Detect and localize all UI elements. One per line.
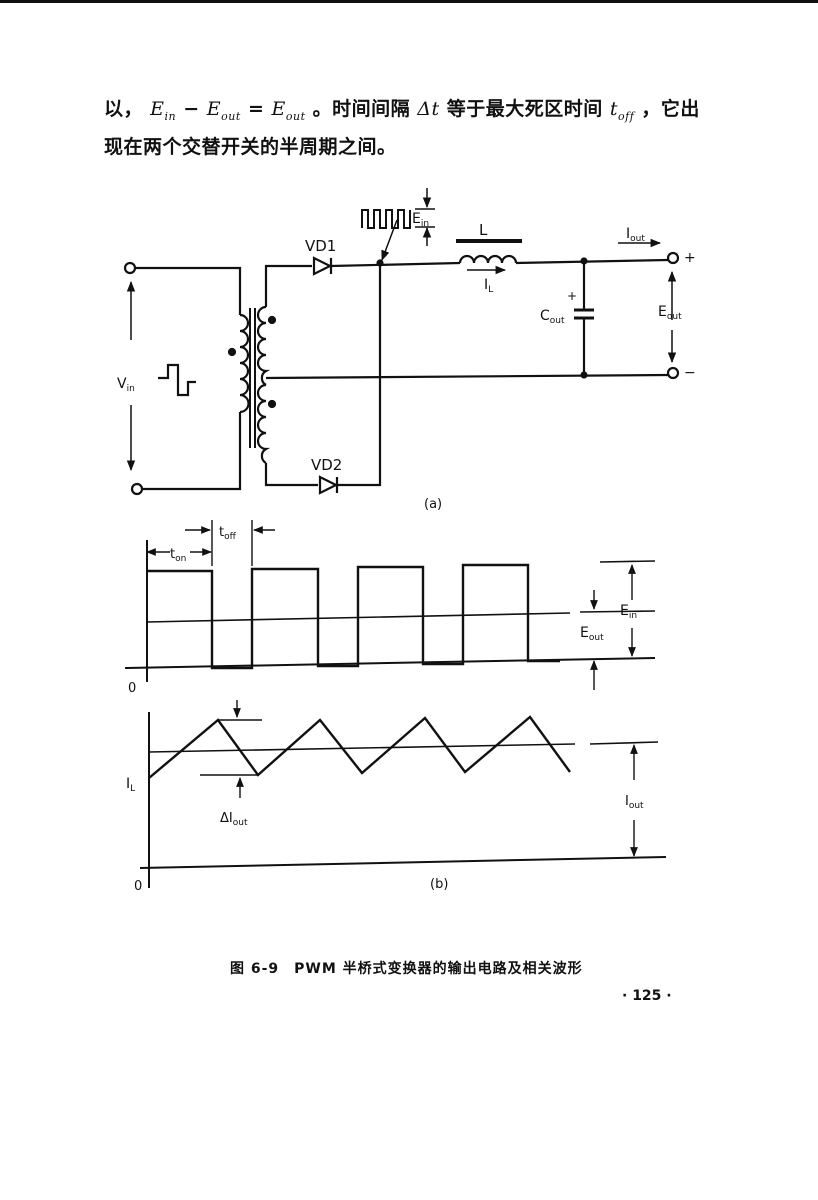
- figure-caption: 图 6-9 PWM 半桥式变换器的输出电路及相关波形: [230, 961, 583, 977]
- top-rule: [0, 0, 818, 3]
- label-l: L: [479, 221, 488, 239]
- label-zero-2: 0: [134, 879, 142, 894]
- primary-winding: [239, 313, 250, 414]
- label-panel-b: (b): [430, 877, 448, 892]
- current-waveform: [139, 712, 667, 888]
- input-terminal-bottom: [130, 482, 144, 496]
- page-number: · 125 ·: [622, 988, 672, 1004]
- pulse-waveform: [147, 563, 560, 670]
- label-eout-wave: Eout: [580, 625, 604, 643]
- iout-average-line: [148, 743, 576, 753]
- label-terminal-minus: −: [684, 365, 696, 381]
- triangle-waveform: [148, 715, 571, 779]
- label-vd1: VD1: [305, 237, 336, 255]
- secondary-winding-upper: [256, 305, 271, 386]
- voltage-waveform: [124, 520, 656, 682]
- inductor-coil: [458, 254, 518, 264]
- output-terminal-minus: [666, 366, 680, 380]
- output-terminal-plus: [666, 251, 680, 265]
- label-vin: Vin: [117, 376, 135, 394]
- label-vd2: VD2: [311, 456, 342, 474]
- paragraph-line-2: 现在两个交替开关的半周期之间。: [104, 136, 397, 158]
- label-eout: Eout: [658, 304, 682, 322]
- diode-vd1: [312, 256, 333, 276]
- label-zero-1: 0: [128, 681, 136, 696]
- label-cout: Cout: [540, 308, 565, 326]
- secondary-winding-lower: [256, 383, 271, 464]
- circuit-diagram: [123, 219, 680, 496]
- figure-6-9: VD1 VD2 L IL Iout Cout + Eout + − Vin Ei…: [117, 188, 696, 894]
- label-ton: ton: [170, 547, 186, 564]
- label-terminal-plus: +: [684, 250, 696, 266]
- label-iout: Iout: [626, 226, 645, 244]
- label-ein-wave: Ein: [620, 603, 637, 621]
- label-toff: toff: [219, 525, 237, 542]
- label-cap-plus: +: [567, 289, 577, 303]
- voltage-waveform-labels: toff ton Ein Eout 0: [128, 525, 637, 696]
- pulse-train-symbol: [361, 209, 411, 229]
- vin-waveform-symbol: [158, 363, 196, 397]
- label-panel-a: (a): [424, 497, 442, 512]
- label-il: IL: [484, 277, 493, 295]
- circuit-labels: VD1 VD2 L IL Iout Cout + Eout + − Vin Ei…: [117, 211, 696, 512]
- current-waveform-labels: IL ΔIout Iout 0 (b): [126, 776, 644, 894]
- paragraph-line-1: 以， Ein − Eout = Eout 。时间间隔 Δt 等于最大死区时间 t…: [104, 98, 700, 123]
- label-delta-iout: ΔIout: [220, 811, 248, 828]
- input-terminal-top: [123, 261, 137, 275]
- diode-vd2: [318, 475, 339, 495]
- label-il-wave: IL: [126, 776, 135, 794]
- label-ein-node: Ein: [412, 211, 429, 229]
- label-iout-wave: Iout: [625, 794, 644, 811]
